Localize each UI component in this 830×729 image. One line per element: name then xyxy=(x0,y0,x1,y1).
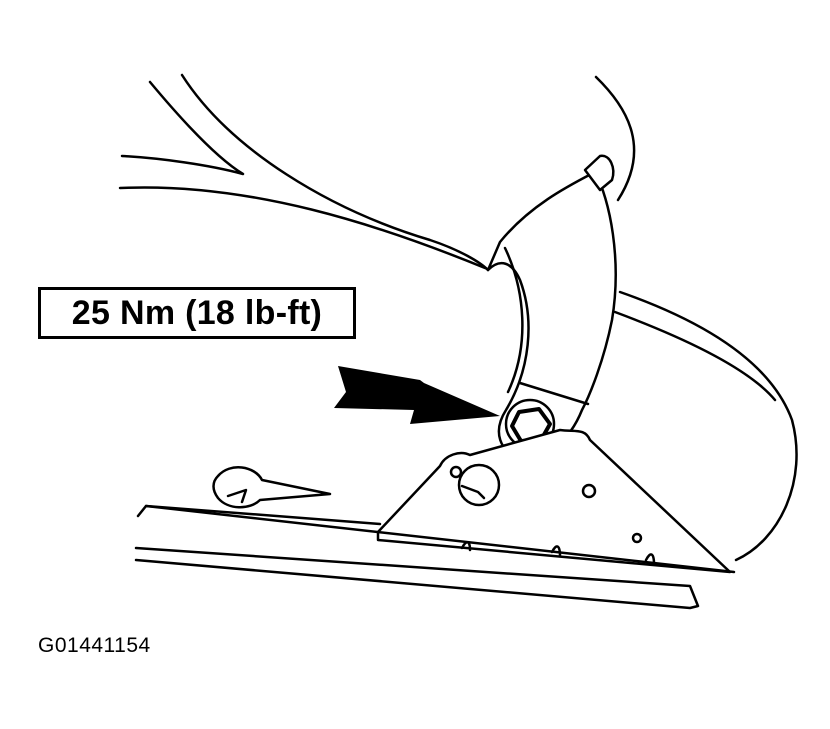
seat-side-inner xyxy=(613,310,777,402)
pointer-arrow xyxy=(334,366,500,424)
bracket-hole-right xyxy=(581,483,597,499)
seat-track-rail-bottom xyxy=(134,546,700,610)
figure-id-label: G01441154 xyxy=(38,634,151,657)
seat-back-outline xyxy=(594,75,636,202)
seat-cushion-upper-line xyxy=(120,80,245,176)
seat-side-body xyxy=(618,290,798,562)
front-pivot-slot xyxy=(226,488,248,504)
seat-cushion-lower-line xyxy=(118,186,487,270)
front-pivot xyxy=(212,466,332,509)
bracket-hole-far xyxy=(631,532,643,544)
bracket-hole-large xyxy=(457,463,501,507)
recliner-arm-tab xyxy=(583,154,615,192)
recliner-arm-divider xyxy=(518,381,590,406)
bracket-slot-3 xyxy=(644,553,656,566)
torque-callout-box: 25 Nm (18 lb-ft) xyxy=(38,287,356,339)
torque-spec-label: 25 Nm (18 lb-ft) xyxy=(71,293,323,332)
seat-cushion-outline xyxy=(180,73,490,272)
seat-track-rail-top xyxy=(144,504,736,574)
recliner-arm-inner-edge xyxy=(503,246,524,394)
bracket-hole-small xyxy=(449,465,463,479)
bracket-hole-notch xyxy=(460,484,486,500)
